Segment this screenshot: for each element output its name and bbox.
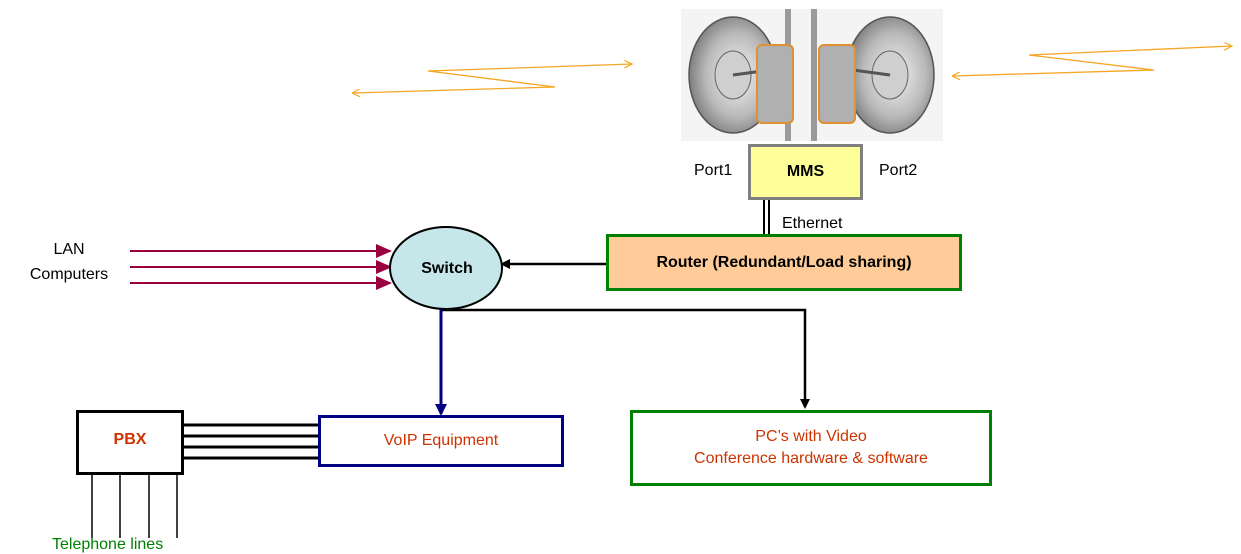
port1-label: Port1 (694, 162, 733, 179)
mms-box: MMS (748, 144, 863, 200)
lan-label-line1: LAN (53, 241, 85, 258)
pc-label-line1: PC’s with Video (755, 428, 867, 445)
switch-pc-link (441, 308, 810, 409)
ethernet-label: Ethernet (782, 215, 843, 232)
wireless-link-right (952, 46, 1232, 76)
router-box: Router (Redundant/Load sharing) (606, 234, 962, 291)
router-label: Router (Redundant/Load sharing) (656, 253, 912, 271)
voip-equipment-box: VoIP Equipment (318, 415, 564, 467)
pbx-voip-links (184, 423, 318, 460)
pc-label-line2: Conference hardware & software (694, 450, 928, 467)
right-dish-icon (818, 16, 935, 134)
pbx-label: PBX (113, 431, 147, 448)
antenna-image (681, 9, 943, 141)
port2-label: Port2 (879, 162, 918, 179)
lan-computers-label: LAN Computers (28, 237, 110, 287)
lan-links (130, 244, 392, 290)
pbx-box: PBX (76, 410, 184, 475)
telephone-lines (91, 475, 178, 538)
lan-label-line2: Computers (29, 266, 109, 283)
pc-video-conference-box: PC’s with Video Conference hardware & so… (630, 410, 992, 486)
left-dish-icon (688, 16, 794, 134)
switch-label: Switch (421, 260, 473, 277)
wireless-link-left (352, 64, 632, 93)
telephone-lines-label: Telephone lines (52, 536, 164, 553)
mms-label: MMS (786, 163, 825, 180)
voip-label: VoIP Equipment (383, 432, 499, 449)
